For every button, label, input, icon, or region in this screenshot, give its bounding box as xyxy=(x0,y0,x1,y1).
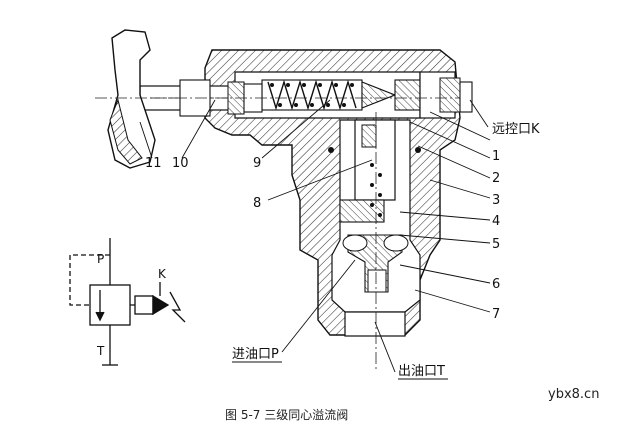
hand-wheel xyxy=(107,29,156,169)
symbol-label-p: P xyxy=(97,252,104,266)
symbol-label-k: K xyxy=(158,267,167,281)
seal-rings xyxy=(328,147,421,153)
watermark: ybx8.cn xyxy=(548,387,599,402)
label-remote-port: 远控口K xyxy=(492,122,540,137)
label-outlet-port: 出油口T xyxy=(398,364,445,379)
label-part-6: 6 xyxy=(492,277,500,292)
label-part-2: 2 xyxy=(492,171,500,186)
leader-lines xyxy=(139,99,491,373)
label-part-3: 3 xyxy=(492,193,500,208)
label-part-7: 7 xyxy=(492,307,500,322)
label-part-4: 4 xyxy=(492,214,500,229)
part-numbers: 1 2 3 4 5 6 7 8 9 10 11 xyxy=(145,149,500,322)
symbol-label-t: T xyxy=(96,344,105,358)
label-inlet-port: 进油口P xyxy=(232,347,279,362)
label-part-5: 5 xyxy=(492,237,500,252)
label-part-1: 1 xyxy=(492,149,500,164)
label-part-8: 8 xyxy=(253,196,261,211)
label-part-9: 9 xyxy=(253,156,261,171)
pilot-spring xyxy=(261,79,363,111)
main-spool xyxy=(339,119,409,293)
label-part-10: 10 xyxy=(172,156,189,171)
figure-caption: 图 5-7 三级同心溢流阀 xyxy=(225,408,348,422)
hydraulic-symbol xyxy=(69,238,186,366)
remote-port xyxy=(459,81,473,113)
pilot-poppet xyxy=(361,71,461,119)
label-part-11: 11 xyxy=(145,156,162,171)
center-lines xyxy=(95,97,470,370)
